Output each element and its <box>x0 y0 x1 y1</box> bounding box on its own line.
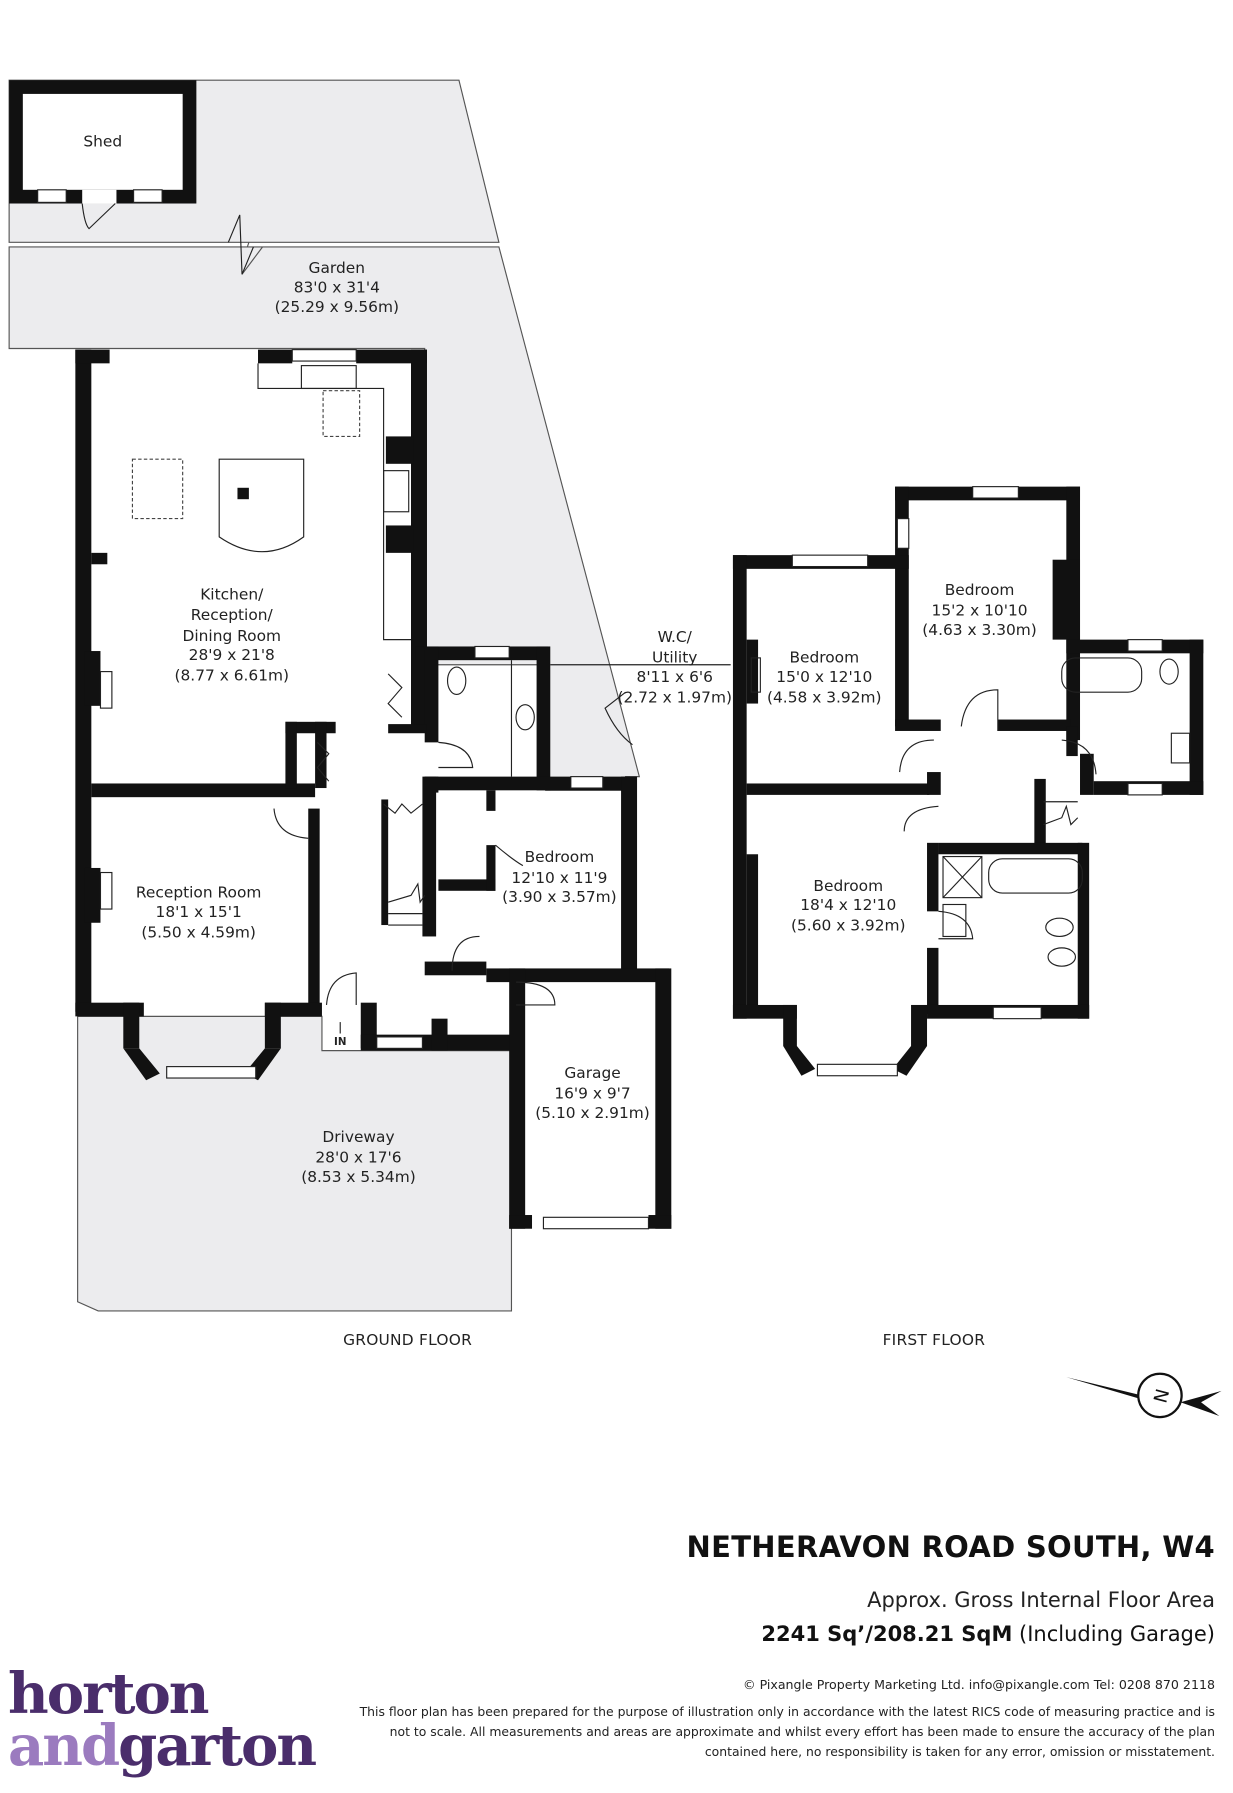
first-floor-plan: Bedroom 15'2 x 10'10 (4.63 x 3.30m) Bedr… <box>732 486 1204 1349</box>
ground-bedroom-label: Bedroom <box>525 848 595 866</box>
reception-imperial: 18'1 x 15'1 <box>156 903 242 921</box>
kitchen-label-2: Reception/ <box>191 606 274 624</box>
shed-door <box>81 203 116 230</box>
first-bedroom-front-label: Bedroom <box>813 877 883 895</box>
wc-utility-metric: (2.72 x 1.97m) <box>617 688 732 706</box>
property-title: NETHERAVON ROAD SOUTH, W4 <box>686 1530 1215 1564</box>
compass-letter: N <box>1150 1387 1174 1406</box>
kitchen-island <box>218 458 305 553</box>
disclaimer-line-3: contained here, no responsibility is tak… <box>704 1744 1215 1759</box>
first-floor-walls <box>732 486 1204 1076</box>
first-bedroom-rear-right-imperial: 15'2 x 10'10 <box>932 602 1028 620</box>
area-summary: 2241 Sq’/208.21 SqM (Including Garage) <box>761 1622 1215 1646</box>
brand-logo-line1: horton <box>8 1661 210 1727</box>
first-bedroom-front-imperial: 18'4 x 12'10 <box>800 896 896 914</box>
first-floor-label: FIRST FLOOR <box>883 1331 986 1349</box>
garage-imperial: 16'9 x 9'7 <box>554 1085 630 1103</box>
entrance-label: IN <box>334 1036 346 1048</box>
area-caption: Approx. Gross Internal Floor Area <box>867 1588 1215 1612</box>
copyright-text: © Pixangle Property Marketing Ltd. info@… <box>742 1677 1215 1692</box>
kitchen-imperial: 28'9 x 21'8 <box>189 646 275 664</box>
first-floor-windows <box>791 486 1163 1077</box>
ground-bedroom-metric: (3.90 x 3.57m) <box>502 888 617 906</box>
north-compass-icon: N <box>1066 1372 1222 1419</box>
reception-metric: (5.50 x 4.59m) <box>141 924 256 942</box>
garden-imperial: 83'0 x 31'4 <box>294 279 380 297</box>
wc-fittings <box>446 660 731 777</box>
ground-floor-plan: IN Shed Garden 83'0 x 31'4 (25.29 x 9.56… <box>8 79 732 1349</box>
driveway-imperial: 28'0 x 17'6 <box>315 1149 401 1167</box>
area-note: (Including Garage) <box>1019 1622 1215 1646</box>
first-bedroom-rear-right-label: Bedroom <box>945 581 1015 599</box>
first-bedroom-front-metric: (5.60 x 3.92m) <box>791 917 906 935</box>
first-bedroom-rear-left-label: Bedroom <box>789 648 859 666</box>
disclaimer-line-1: This floor plan has been prepared for th… <box>359 1704 1215 1719</box>
wc-utility-label-1: W.C/ <box>658 628 693 646</box>
kitchen-label-1: Kitchen/ <box>200 586 264 604</box>
ground-floor-windows <box>166 349 650 1230</box>
first-floor-fittings <box>750 657 1191 967</box>
garage-label: Garage <box>564 1064 620 1082</box>
shed-label: Shed <box>83 132 122 150</box>
brand-logo-garton: garton <box>118 1713 317 1779</box>
ground-bedroom-imperial: 12'10 x 11'9 <box>511 869 607 887</box>
reception-label: Reception Room <box>136 884 262 902</box>
disclaimer: This floor plan has been prepared for th… <box>255 1702 1215 1762</box>
brand-logo-and: and <box>8 1713 120 1779</box>
wc-utility-imperial: 8'11 x 6'6 <box>637 668 713 686</box>
kitchen-metric: (8.77 x 6.61m) <box>174 667 289 685</box>
first-bedroom-rear-right-metric: (4.63 x 3.30m) <box>922 621 1037 639</box>
garden-break-line <box>227 214 254 275</box>
disclaimer-line-2: not to scale. All measurements and areas… <box>389 1724 1215 1739</box>
ground-floor-label: GROUND FLOOR <box>343 1331 472 1349</box>
first-bedroom-rear-left-imperial: 15'0 x 12'10 <box>776 668 872 686</box>
driveway-label: Driveway <box>322 1128 394 1146</box>
first-bedroom-rear-left-metric: (4.58 x 3.92m) <box>767 688 882 706</box>
kitchen-label-3: Dining Room <box>183 627 282 645</box>
ground-floor-doors <box>273 673 633 1006</box>
area-value: 2241 Sq’/208.21 SqM <box>761 1622 1013 1646</box>
driveway-metric: (8.53 x 5.34m) <box>301 1168 416 1186</box>
garage-metric: (5.10 x 2.91m) <box>535 1104 650 1122</box>
garden-metric: (25.29 x 9.56m) <box>275 298 399 316</box>
kitchen-fittings <box>99 363 411 910</box>
garden-label: Garden <box>309 259 365 277</box>
brand-logo: horton andgarton <box>8 1661 317 1774</box>
wc-utility-label-2: Utility <box>652 648 697 666</box>
